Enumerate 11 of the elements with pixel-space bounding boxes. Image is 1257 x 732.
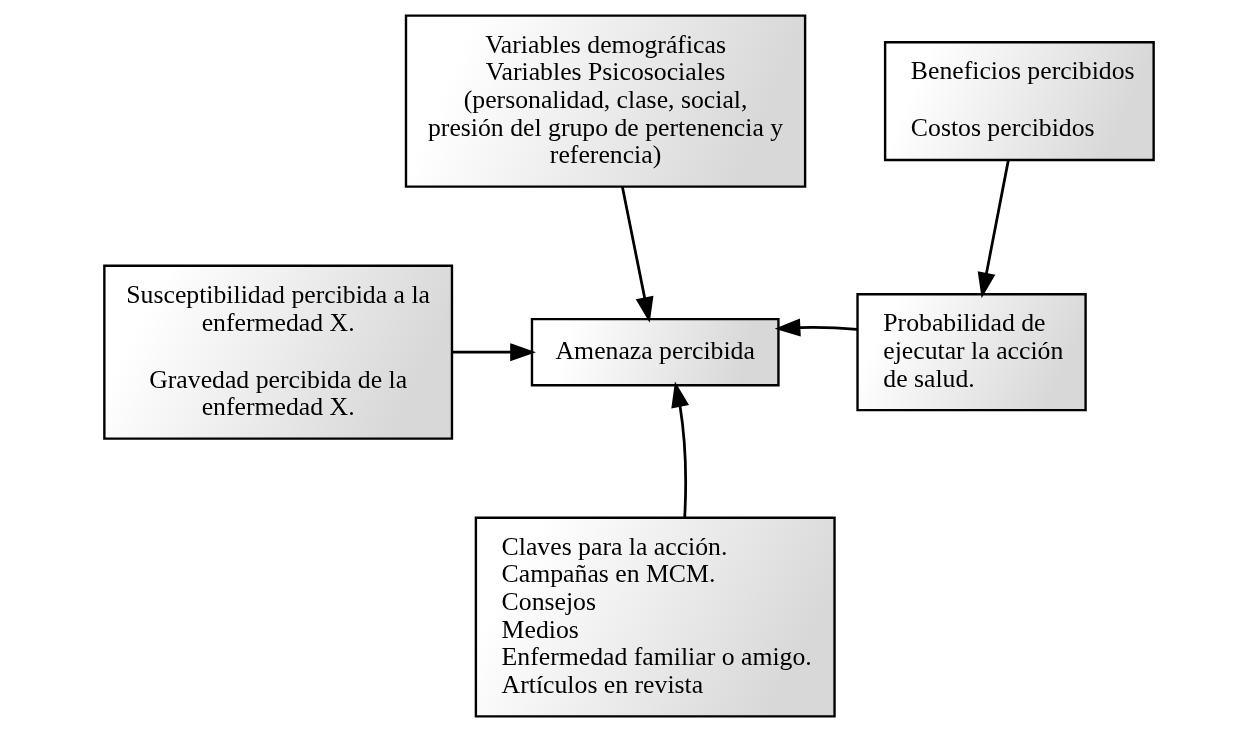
arrow xyxy=(774,318,857,337)
node-box: Probabilidad de ejecutar la acción de salud. xyxy=(855,293,1087,412)
node-box: Claves para la acción. Campañas en MCM. Consejos Medios Enfermedad familiar o amigo. Artículos en revista xyxy=(474,516,836,718)
node-box: Amenaza percibida xyxy=(530,317,780,387)
node-box: Beneficios percibidos Costos percibidos xyxy=(883,41,1155,162)
arrow xyxy=(452,343,536,362)
node-box: Variables demográficas Variables Psicosociales (personalidad, clase, social, presión del grupo de pertenencia y referencia) xyxy=(404,14,806,188)
arrow xyxy=(620,186,653,323)
arrow xyxy=(670,381,689,518)
arrow xyxy=(977,160,1010,299)
node-box: Susceptibilidad percibida a la enfermedad X. Gravedad percibida de la enfermedad X. xyxy=(102,264,453,440)
